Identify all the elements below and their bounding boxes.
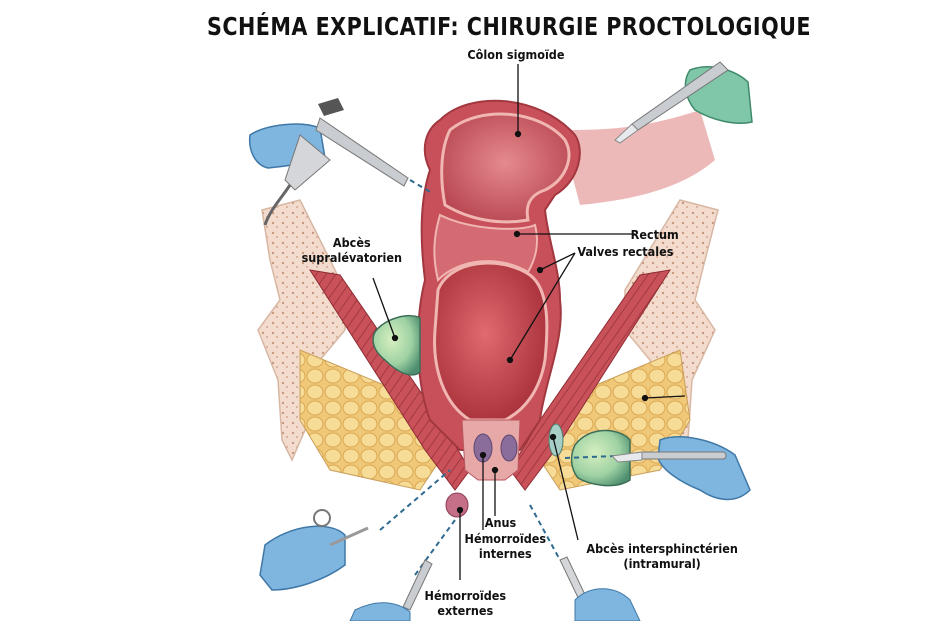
instrument-paths (379, 179, 616, 576)
label-line-1: Hémorroïdes (464, 531, 547, 546)
scalpel-top-right (614, 61, 753, 144)
label-line-1: Hémorroïdes (424, 588, 507, 603)
internal-hemorrhoid-right (500, 434, 518, 462)
label-abces-intersphincterien: Abcès intersphinctérien (intramural) (586, 541, 737, 571)
label-line-1: Abcès (332, 235, 371, 250)
label-colon-sigmoide: Côlon sigmoïde (467, 47, 565, 62)
label-hemorroides-internes: Hémorroïdes internes (465, 531, 547, 561)
label-hemorroides-externes: Hémorroïdes externes (425, 588, 507, 618)
supralevator-abscess (372, 314, 421, 376)
sigmoid-extension (560, 110, 715, 205)
intersphincteric-abscess (548, 423, 564, 457)
external-hemorrhoid (445, 492, 469, 518)
leader-lines (372, 64, 686, 580)
anoscope-instrument (248, 98, 409, 226)
rectum-mid-lumen (433, 213, 538, 282)
probe-bottom-right (559, 556, 641, 621)
label-line-2: externes (437, 603, 494, 618)
label-anus: Anus (484, 515, 517, 530)
ischiorectal-abscess (570, 429, 631, 487)
rectal-ampulla (433, 261, 549, 422)
scalpel-right (610, 436, 751, 501)
label-line-1: Abcès intersphinctérien (586, 541, 738, 556)
scalpel-bottom-left (349, 559, 433, 621)
colon-lumen (440, 112, 571, 224)
label-line-2: (intramural) (623, 556, 701, 571)
label-abces-supralevatorien: Abcès supralévatorien (302, 235, 402, 265)
forceps-bottom-left (259, 509, 369, 591)
label-line-2: supralévatorien (301, 250, 403, 265)
label-rectum: Rectum (630, 227, 679, 242)
glove-hand-bottom-left (259, 525, 346, 591)
label-line-2: internes (478, 546, 532, 561)
label-valves-rectales: Valves rectales (577, 244, 674, 259)
diagram-title: SCHÉMA EXPLICATIF: CHIRURGIE PROCTOLOGIQ… (206, 12, 811, 41)
glove-hand-right (657, 436, 751, 501)
